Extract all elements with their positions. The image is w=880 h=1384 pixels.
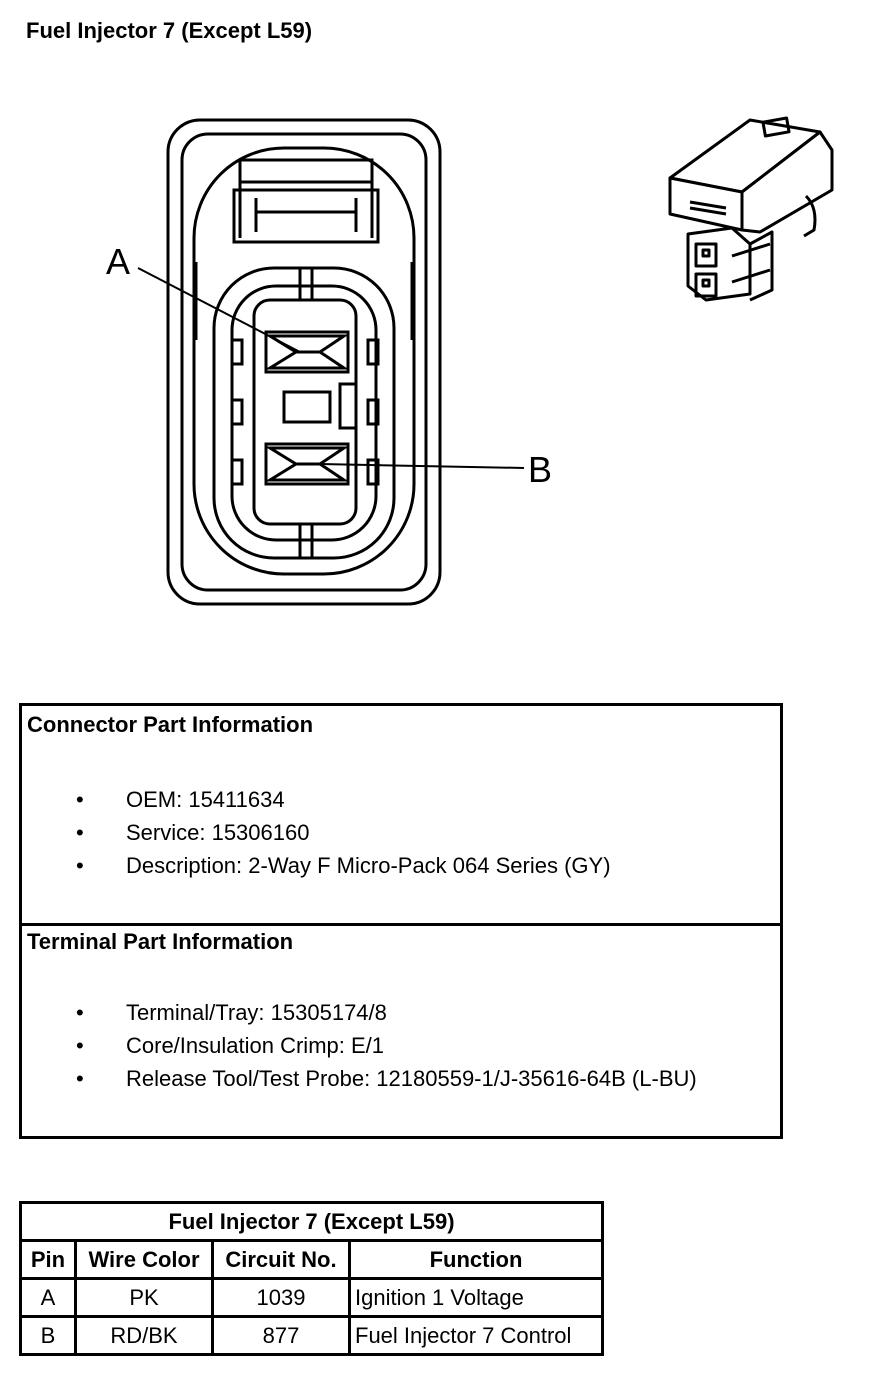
bullet-icon: • (76, 787, 84, 812)
pin-table-title: Fuel Injector 7 (Except L59) (19, 1201, 604, 1242)
connector-seal-ring (192, 146, 416, 576)
cell-function: Fuel Injector 7 Control (348, 1315, 604, 1356)
connector-info-list: •OEM: 15411634 •Service: 15306160 •Descr… (22, 786, 611, 885)
header-wire-color: Wire Color (74, 1239, 214, 1280)
connector-iso-view (668, 116, 834, 302)
bullet-icon: • (76, 853, 84, 878)
list-item: •Core/Insulation Crimp: E/1 (76, 1033, 384, 1058)
list-item: •Service: 15306160 (76, 820, 310, 845)
list-item: •Release Tool/Test Probe: 12180559-1/J-3… (76, 1066, 697, 1091)
connector-diagram: A B (106, 116, 834, 606)
bullet-icon: • (76, 820, 84, 845)
pin-b-label: B (528, 449, 552, 490)
terminal-info-heading: Terminal Part Information (27, 929, 294, 954)
pin-a-leader (137, 267, 301, 353)
terminal-part-info: Terminal Part Information •Terminal/Tray… (22, 923, 780, 1136)
pin-b-leader (319, 463, 525, 469)
connector-part-info: Connector Part Information •OEM: 1541163… (22, 706, 780, 926)
part-info-box: Connector Part Information •OEM: 1541163… (19, 703, 783, 1139)
mating-face-outer (212, 266, 396, 560)
page-title: Fuel Injector 7 (Except L59) (26, 18, 313, 43)
table-row: A PK 1039 Ignition 1 Voltage (19, 1277, 604, 1318)
list-item: •Description: 2-Way F Micro-Pack 064 Ser… (76, 853, 611, 878)
header-circuit-no: Circuit No. (211, 1239, 351, 1280)
bullet-icon: • (76, 1066, 84, 1091)
pin-a-cavity (264, 330, 350, 374)
cell-pin: B (19, 1315, 77, 1356)
cell-pin: A (19, 1277, 77, 1318)
header-pin: Pin (19, 1239, 77, 1280)
table-row: B RD/BK 877 Fuel Injector 7 Control (19, 1315, 604, 1356)
latch (238, 158, 374, 238)
connector-inner-shell (180, 132, 428, 592)
terminal-info-list: •Terminal/Tray: 15305174/8 •Core/Insulat… (22, 999, 697, 1098)
list-item: •OEM: 15411634 (76, 787, 285, 812)
header-function: Function (348, 1239, 604, 1280)
connector-info-heading: Connector Part Information (27, 712, 314, 737)
cell-wire-color: RD/BK (74, 1315, 214, 1356)
cell-circuit-no: 877 (211, 1315, 351, 1356)
cell-circuit-no: 1039 (211, 1277, 351, 1318)
list-item: •Terminal/Tray: 15305174/8 (76, 1000, 387, 1025)
bullet-icon: • (76, 1033, 84, 1058)
connector-outer-shell (166, 118, 442, 606)
cell-function: Ignition 1 Voltage (348, 1277, 604, 1318)
bullet-icon: • (76, 1000, 84, 1025)
center-key (282, 390, 332, 424)
pin-table: Fuel Injector 7 (Except L59) Pin Wire Co… (19, 1201, 604, 1356)
cell-wire-color: PK (74, 1277, 214, 1318)
pin-a-label: A (106, 241, 130, 282)
